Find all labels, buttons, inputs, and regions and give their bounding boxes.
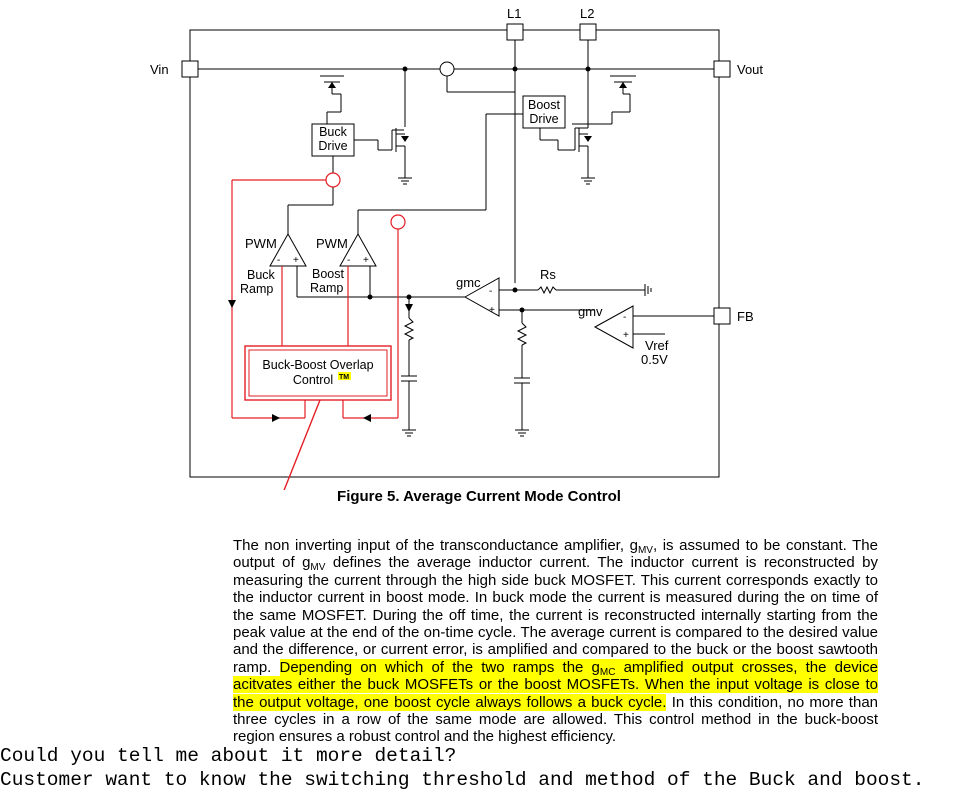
trademark-mark: TM bbox=[339, 374, 349, 381]
buck-ramp-label-line2: Ramp bbox=[240, 282, 273, 296]
pwm-boost-comparator bbox=[339, 232, 377, 267]
l2-label: L2 bbox=[580, 6, 594, 21]
rs-label: Rs bbox=[540, 267, 556, 282]
gmv-plus: + bbox=[623, 330, 629, 341]
overlap-control-label-line1: Buck-Boost Overlap bbox=[262, 358, 373, 372]
overlap-control-box bbox=[244, 345, 392, 401]
boost-drive-label-line2: Drive bbox=[529, 112, 558, 126]
boost-drive-label-line1: Boost bbox=[528, 98, 560, 112]
boost-ramp-label-line2: Ramp bbox=[310, 281, 343, 295]
pwm-boost-plus: + bbox=[363, 255, 369, 266]
pwm-buck-label: PWM bbox=[245, 236, 277, 251]
vin-label: Vin bbox=[150, 62, 169, 77]
l2-pin bbox=[579, 23, 597, 41]
l1-pin bbox=[506, 23, 524, 41]
fb-pin bbox=[713, 307, 731, 325]
gmv-label: gmv bbox=[578, 304, 603, 319]
question-line-2: Customer want to know the switching thre… bbox=[0, 769, 925, 791]
pwm-buck-plus: + bbox=[293, 255, 299, 266]
boost-drive-box bbox=[522, 95, 566, 129]
gmc-amplifier bbox=[463, 277, 500, 317]
pwm-boost-label: PWM bbox=[316, 236, 348, 251]
pwm-buck-comparator bbox=[269, 232, 307, 267]
buck-drive-label-line1: Buck bbox=[319, 125, 348, 139]
gmc-minus: - bbox=[489, 286, 492, 297]
overlap-control-label-line2: Control bbox=[293, 373, 333, 387]
gmv-minus: - bbox=[623, 312, 626, 323]
boost-ramp-label-line1: Boost bbox=[312, 267, 344, 281]
fb-label: FB bbox=[737, 309, 754, 324]
buck-drive-label-line2: Drive bbox=[318, 139, 347, 153]
gmc-label: gmc bbox=[456, 275, 481, 290]
highlighted-text: Depending on which of the two ramps the … bbox=[233, 658, 878, 711]
current-sense-symbol bbox=[439, 61, 455, 77]
buck-drive-box bbox=[311, 123, 355, 157]
vin-pin bbox=[181, 60, 199, 78]
pwm-boost-minus: - bbox=[347, 255, 350, 266]
question-line-1: Could you tell me about it more detail? bbox=[0, 745, 457, 767]
pwm-buck-minus: - bbox=[277, 255, 280, 266]
figure-caption: Figure 5. Average Current Mode Control bbox=[337, 488, 621, 505]
gmc-plus: + bbox=[489, 305, 495, 316]
ic-boundary bbox=[189, 29, 720, 478]
gmv-amplifier bbox=[593, 305, 634, 349]
vout-label: Vout bbox=[737, 62, 763, 77]
vref-label-line2: 0.5V bbox=[641, 352, 668, 367]
vref-label-line1: Vref bbox=[645, 338, 669, 353]
l1-label: L1 bbox=[507, 6, 521, 21]
body-paragraph: The non inverting input of the transcond… bbox=[233, 537, 879, 746]
schematic-diagram: Vin Vout L1 L2 FB Buck Drive Boost Drive… bbox=[150, 6, 763, 490]
vout-pin bbox=[713, 60, 731, 78]
buck-ramp-label-line1: Buck bbox=[247, 268, 276, 282]
